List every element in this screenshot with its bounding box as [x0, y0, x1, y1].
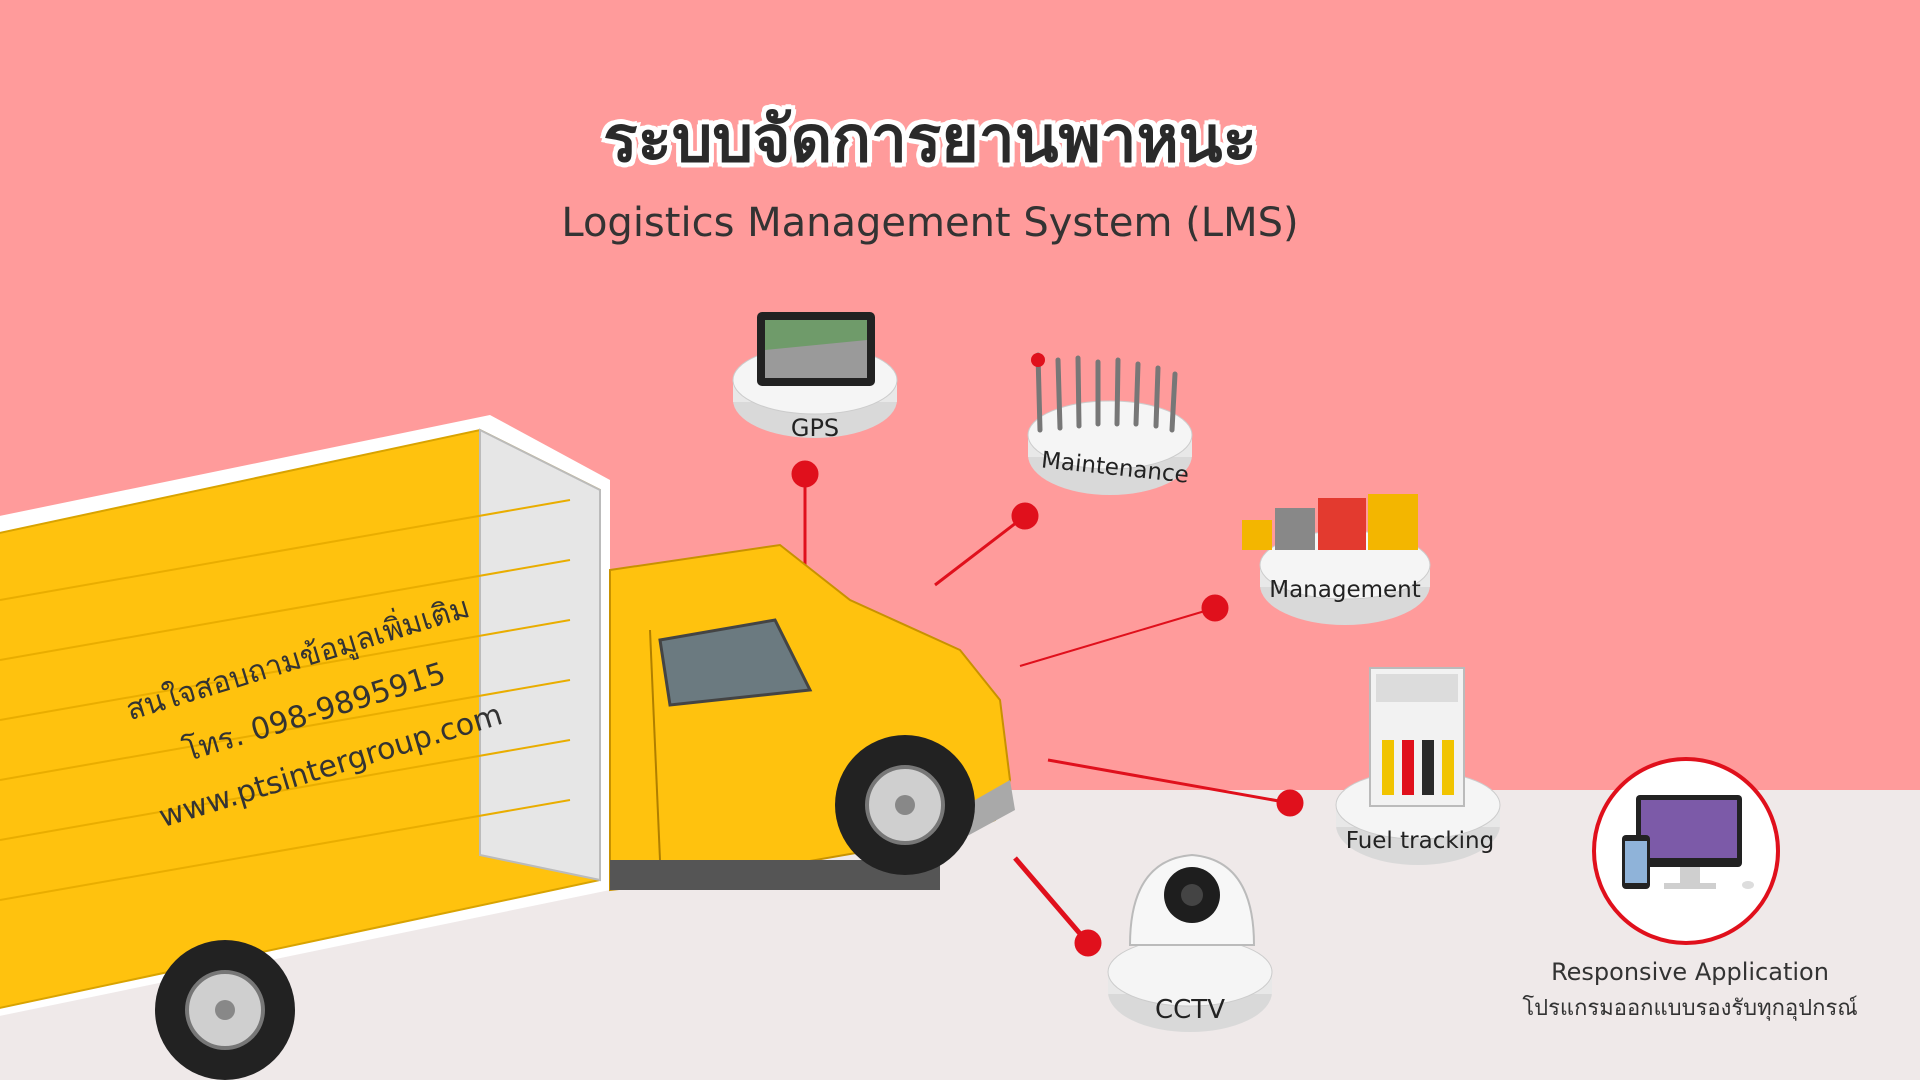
connector-dot-fuel	[1276, 789, 1304, 817]
connector-dot-maintenance	[1011, 502, 1039, 530]
gps-node	[732, 312, 898, 438]
management-node	[1242, 494, 1431, 625]
responsive-app-title: Responsive Application	[1551, 958, 1829, 986]
connector-dot-gps	[791, 460, 819, 488]
responsive-app-desc: โปรแกรมออกแบบรองรับทุกอุปกรณ์	[1522, 996, 1858, 1021]
truck-illustration	[0, 415, 1015, 1080]
page-subtitle: Logistics Management System (LMS)	[561, 200, 1299, 246]
cctv-label: CCTV	[1155, 995, 1225, 1025]
gps-label: GPS	[790, 414, 840, 442]
maintenance-node	[1027, 352, 1193, 495]
connector-fuel	[1047, 758, 1291, 805]
responsive-app-caption: Responsive Application โปรแกรมออกแบบรองร…	[1470, 958, 1910, 1025]
fuel-tracking-label: Fuel tracking	[1345, 828, 1495, 854]
connector-dot-management	[1201, 594, 1229, 622]
page-title: ระบบจัดการยานพาหนะ	[603, 103, 1257, 177]
fuel-node	[1335, 667, 1501, 865]
responsive-app-node	[1592, 757, 1780, 945]
connector-maintenance	[934, 514, 1026, 587]
connector-management	[1019, 607, 1216, 667]
cctv-node	[1107, 853, 1273, 1032]
management-label: Management	[1269, 577, 1421, 603]
connector-cctv	[1013, 856, 1090, 945]
connector-dot-cctv	[1074, 929, 1102, 957]
